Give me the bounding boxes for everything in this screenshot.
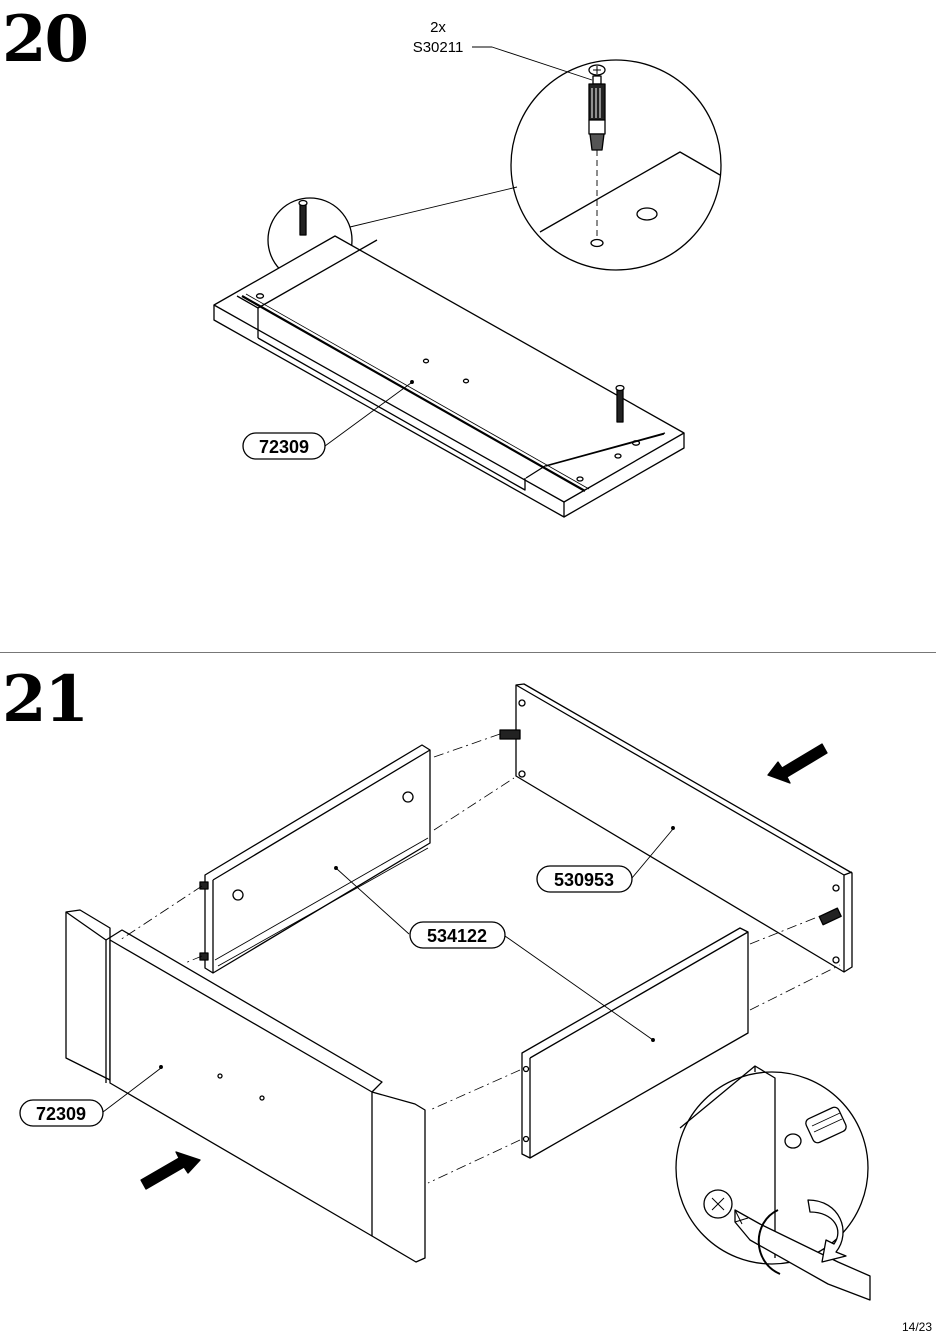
board-72309-flat [214,236,684,517]
step-20-diagram: 2x S30211 [214,19,721,517]
svg-text:72309: 72309 [36,1104,86,1124]
magnifier-circle-large [511,60,721,270]
front-panel-72309 [66,910,425,1262]
hardware-leader-line [472,47,592,80]
side-panel-left-534122 [200,745,430,973]
back-panel-530953 [500,684,852,972]
cam-dowel-icon [589,65,605,150]
svg-text:530953: 530953 [554,870,614,890]
svg-text:534122: 534122 [427,926,487,946]
side-panel-right [522,928,748,1158]
screwdriver-detail-circle [676,1066,870,1300]
arrow-icon [768,744,827,783]
step-21-diagram: 530953 534122 72309 [20,684,870,1300]
hardware-code: S30211 [413,39,464,56]
page-number: 14/23 [902,1320,932,1334]
svg-text:72309: 72309 [259,437,309,457]
hardware-qty: 2x [430,19,446,36]
arrow-icon [141,1152,200,1189]
